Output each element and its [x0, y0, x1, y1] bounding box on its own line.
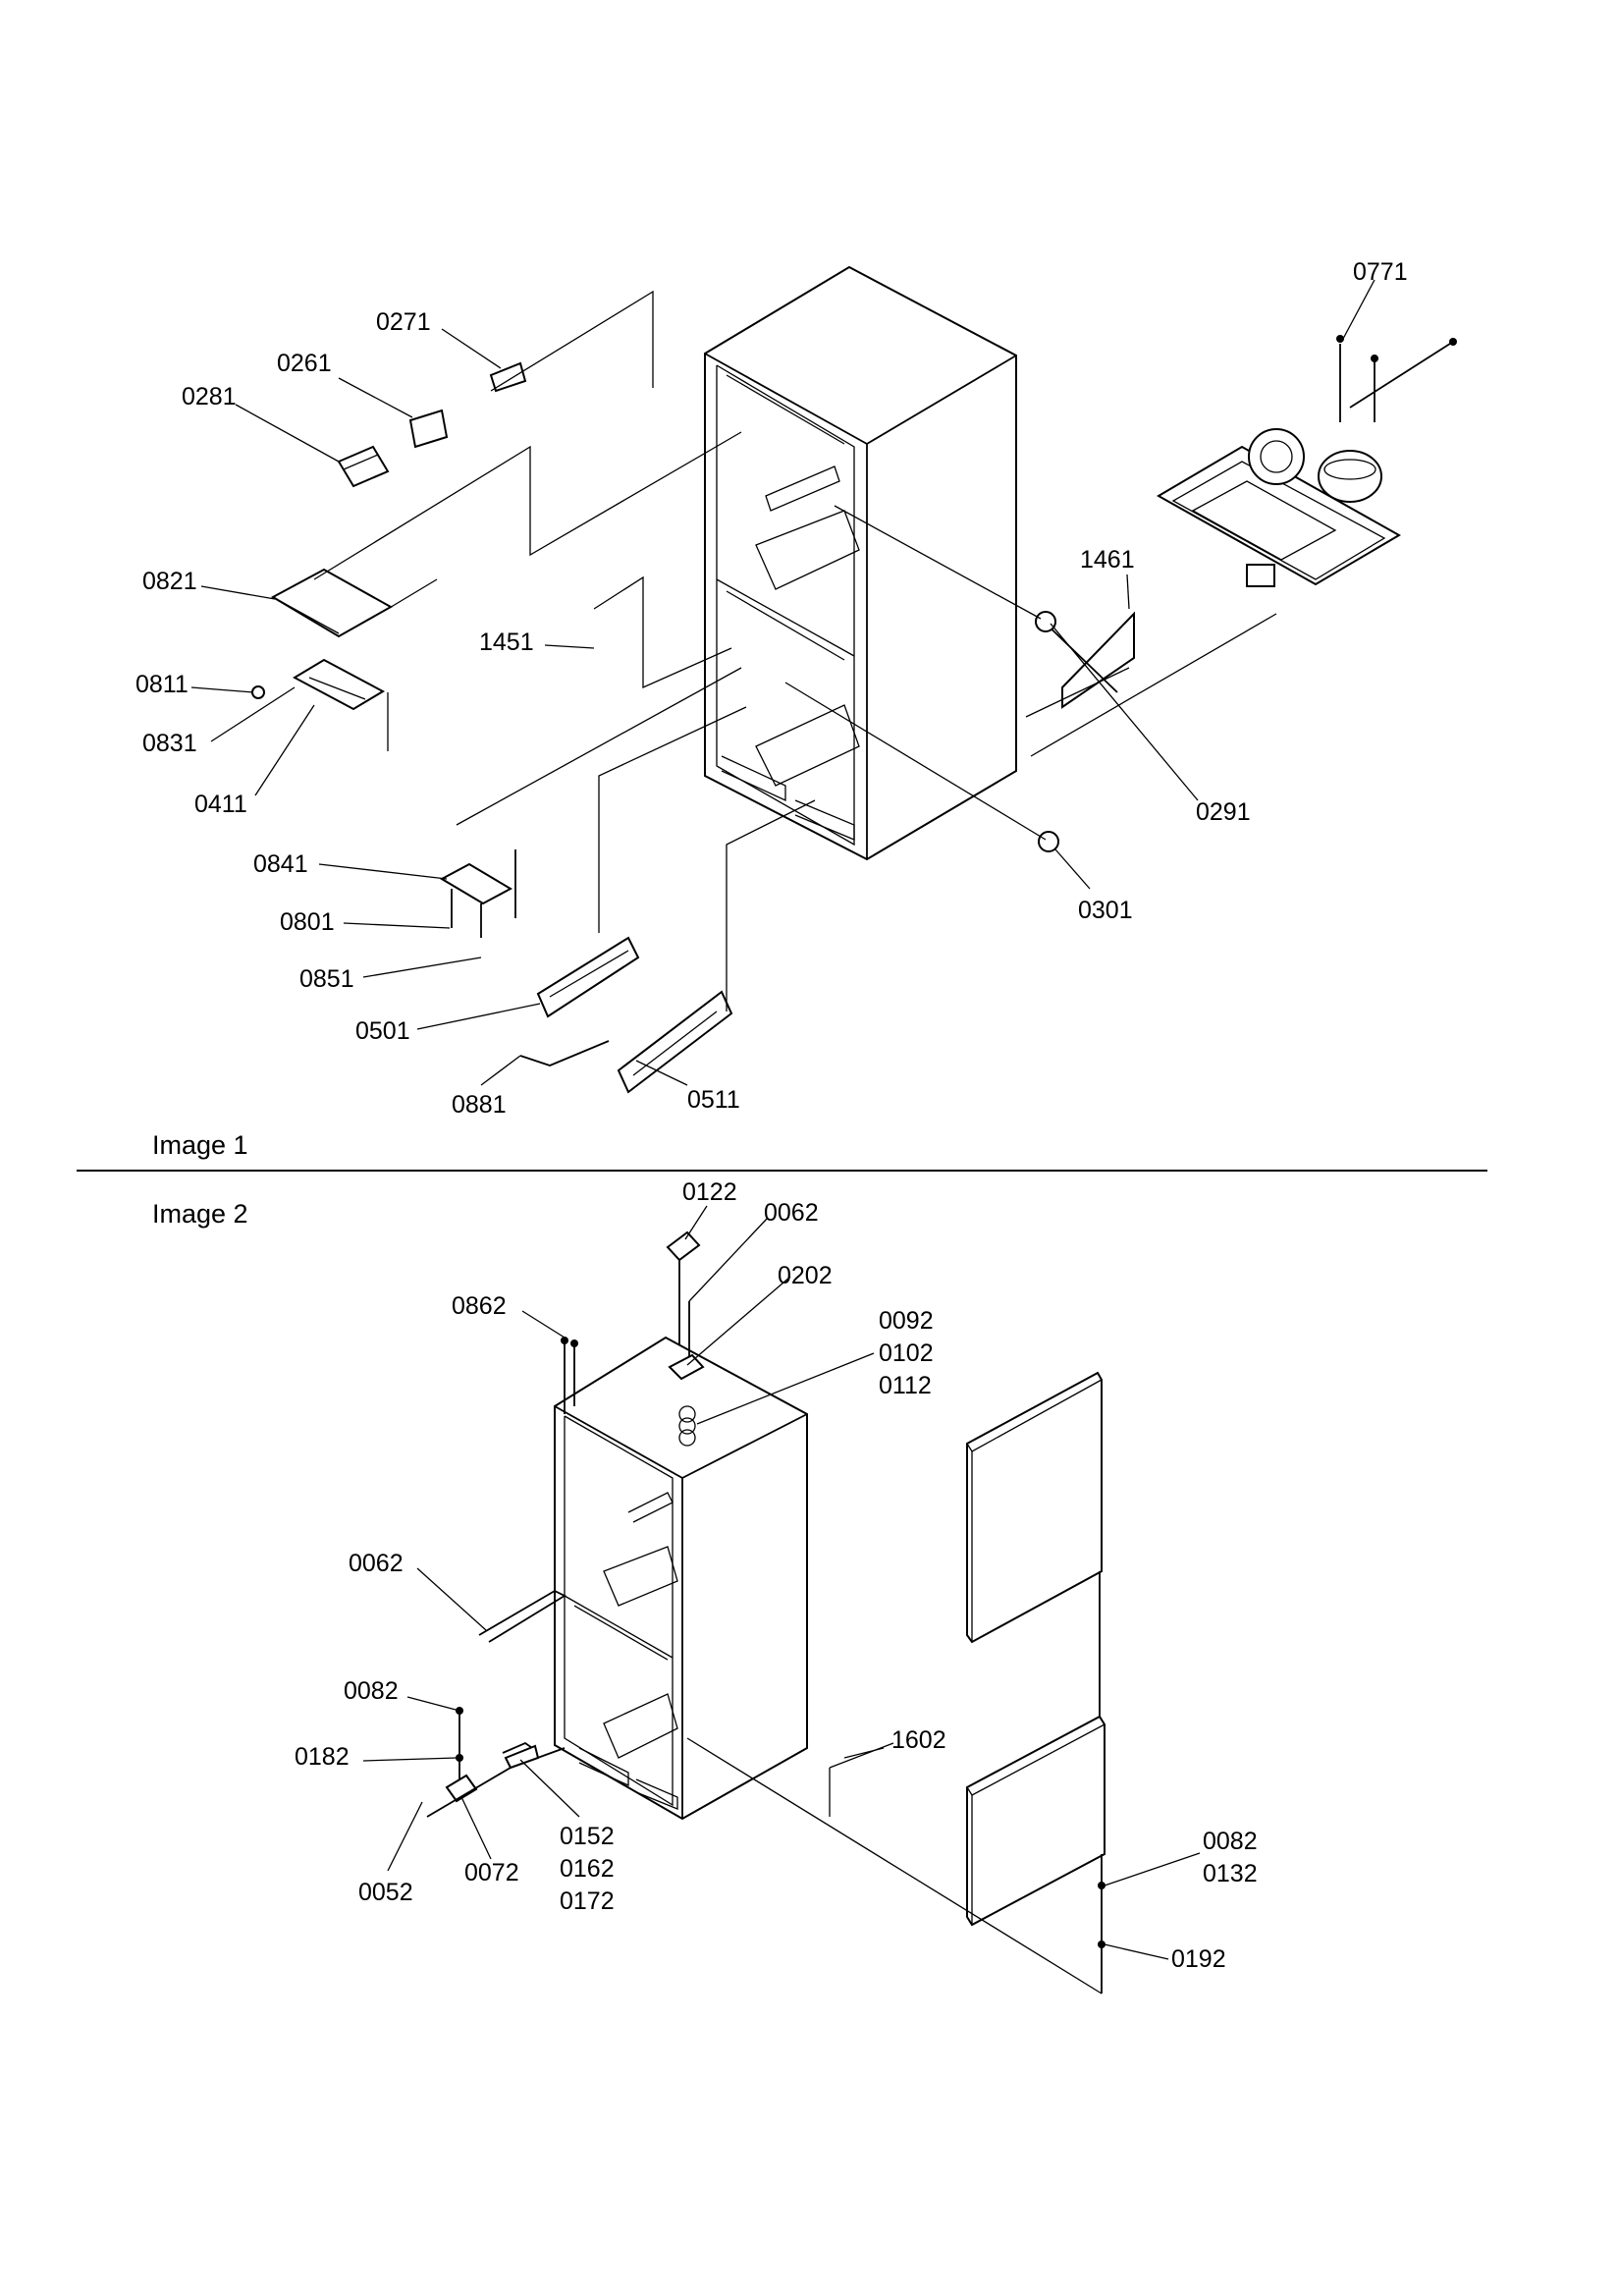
callout-0301: 0301: [1078, 897, 1133, 924]
middle-hinge-pin: [478, 1589, 566, 1643]
callout-0062-mid: 0062: [349, 1550, 404, 1577]
callout-0801: 0801: [280, 908, 335, 936]
callout-1602: 1602: [891, 1726, 946, 1754]
callout-0122: 0122: [682, 1178, 737, 1206]
top-hinge-parts: [561, 1230, 705, 1447]
callout-0102: 0102: [879, 1339, 934, 1367]
callout-0291: 0291: [1196, 798, 1251, 826]
callouts-image1: 0771 0271 0261 0281 1461 0821 1451 0811 …: [135, 258, 1408, 1119]
callout-1451: 1451: [479, 629, 534, 656]
callout-0771: 0771: [1353, 258, 1408, 286]
callout-0841: 0841: [253, 850, 308, 878]
callout-0052: 0052: [358, 1879, 413, 1906]
image1-title: Image 1: [152, 1130, 248, 1160]
callout-0082-right: 0082: [1203, 1828, 1258, 1855]
callout-1461: 1461: [1080, 546, 1135, 574]
callout-0152: 0152: [560, 1823, 615, 1850]
callout-0862: 0862: [452, 1292, 507, 1320]
callout-0811: 0811: [135, 671, 189, 698]
lower-parts: [439, 849, 733, 1094]
callout-0062-top: 0062: [764, 1199, 819, 1227]
callout-0881: 0881: [452, 1091, 507, 1119]
callout-0851: 0851: [299, 965, 354, 993]
callout-0162: 0162: [560, 1855, 615, 1883]
callout-0411: 0411: [194, 791, 247, 818]
leader-lines-1: [190, 279, 1375, 1086]
refrigerator-cabinet-2: [554, 1336, 808, 1821]
door-hardware: [1098, 1571, 1106, 1994]
drain-pan: [1061, 611, 1135, 709]
callout-0261: 0261: [277, 350, 332, 377]
refrigerator-cabinet: [704, 265, 1017, 861]
assembly-lines-1: [313, 290, 1277, 1011]
callout-0192: 0192: [1171, 1945, 1226, 1973]
callout-0501: 0501: [355, 1017, 410, 1045]
freezer-door-upper: [966, 1371, 1103, 1644]
callout-0072: 0072: [464, 1859, 519, 1886]
evaporator-cover: [251, 568, 394, 711]
leader-lines-2: [362, 1205, 1201, 1960]
callout-0132: 0132: [1203, 1860, 1258, 1887]
fresh-food-door-lower: [966, 1715, 1106, 1927]
light-bulb-lower: [1038, 831, 1059, 852]
callout-0511: 0511: [687, 1086, 740, 1114]
callout-0271: 0271: [376, 308, 431, 336]
callout-0092: 0092: [879, 1307, 934, 1335]
callout-0821: 0821: [142, 568, 197, 595]
callouts-image2: 0122 0062 0202 0862 0092 0102 0112 0062 …: [295, 1178, 1258, 1973]
light-bulb-upper: [1035, 611, 1056, 632]
callout-0172: 0172: [560, 1887, 615, 1915]
callout-0112: 0112: [879, 1372, 932, 1399]
callout-0182: 0182: [295, 1743, 350, 1771]
control-parts: [337, 361, 527, 488]
image2-panel: Image 2: [152, 1178, 1258, 1995]
image1-panel: 0771 0271 0261 0281 1461 0821 1451 0811 …: [135, 258, 1457, 1160]
callout-0281: 0281: [182, 383, 237, 410]
image2-title: Image 2: [152, 1199, 248, 1229]
callout-0831: 0831: [142, 730, 197, 757]
callout-0082-left: 0082: [344, 1677, 399, 1705]
bottom-hinge-parts: [426, 1707, 566, 1818]
callout-0202: 0202: [778, 1262, 833, 1289]
compressor-assembly: [1156, 335, 1457, 587]
